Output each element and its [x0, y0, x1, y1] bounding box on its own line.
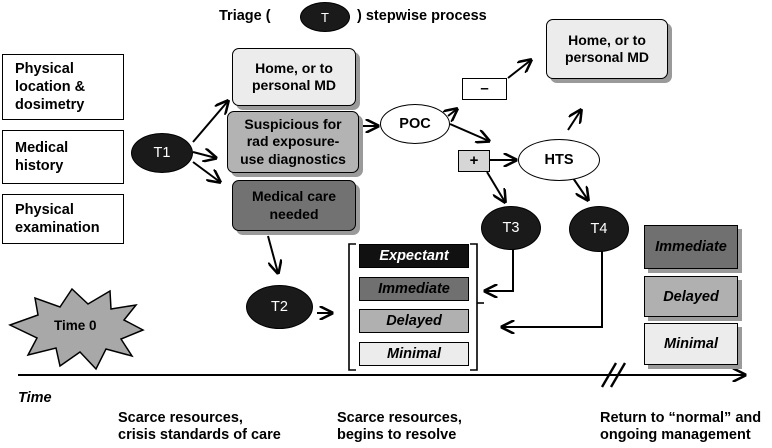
- category-minimal-label: Minimal: [387, 346, 441, 362]
- physical-location-line1: Physical: [15, 60, 74, 77]
- header-prefix: Triage (: [219, 8, 271, 24]
- header-token-label: T: [321, 9, 329, 25]
- poc-node: POC: [380, 104, 450, 144]
- suspicious-box: Suspicious for rad exposure- use diagnos…: [227, 111, 359, 173]
- medical-care-line2: needed: [269, 205, 319, 222]
- home-center-box: Home, or to personal MD: [232, 48, 356, 106]
- medical-care-box: Medical care needed: [232, 180, 356, 231]
- home-center-line1: Home, or to: [255, 59, 333, 76]
- category-immediate-label: Immediate: [378, 281, 450, 297]
- hts-node: HTS: [518, 139, 600, 181]
- header-suffix: ) stepwise process: [357, 8, 487, 24]
- physical-location-box: Physical location & dosimetry: [2, 54, 124, 120]
- positive-result-label: +: [469, 151, 479, 169]
- t2-label: T2: [271, 299, 288, 315]
- medical-history-box: Medical history: [2, 130, 124, 184]
- t3-label: T3: [502, 220, 520, 236]
- right-category-minimal-label: Minimal: [664, 336, 718, 352]
- t2-node: T2: [246, 285, 313, 329]
- suspicious-line1: Suspicious for: [244, 115, 342, 132]
- phase-crisis-line1: Scarce resources,: [118, 410, 243, 426]
- arrow-t3-categories: [485, 248, 514, 291]
- physical-examination-line2: examination: [15, 220, 100, 236]
- physical-location-line3: dosimetry: [15, 97, 85, 114]
- phase-crisis-line2: crisis standards of care: [118, 427, 281, 444]
- medical-history-line1: Medical: [15, 139, 69, 156]
- arrow-medical-t2: [267, 235, 278, 273]
- phase-resolve-line1: Scarce resources,: [337, 410, 462, 426]
- poc-label: POC: [399, 116, 431, 132]
- phase-normal-line1: Return to “normal” and: [600, 410, 762, 426]
- phase-resolve: Scarce resources, begins to resolve: [337, 410, 462, 445]
- arrow-t1-suspicious: [192, 152, 216, 158]
- arrow-poc-plus: [449, 123, 489, 141]
- phase-crisis: Scarce resources, crisis standards of ca…: [118, 410, 281, 445]
- suspicious-line3: use diagnostics: [240, 150, 346, 167]
- right-category-immediate-label: Immediate: [655, 239, 727, 255]
- time-zero-label: Time 0: [54, 318, 97, 333]
- category-immediate: Immediate: [359, 277, 469, 301]
- axis-break-mark-1: [600, 362, 618, 388]
- medical-history-line2: history: [15, 158, 64, 174]
- arrow-poc-minus: [448, 109, 457, 116]
- bracket-left: [348, 243, 356, 371]
- right-category-delayed: Delayed: [644, 276, 738, 317]
- arrow-hts-t4: [572, 177, 588, 200]
- medical-care-line1: Medical care: [251, 188, 337, 204]
- positive-result-box: +: [458, 150, 490, 172]
- arrow-plus-t3: [486, 171, 505, 202]
- category-expectant: Expectant: [359, 244, 469, 268]
- arrow-minus-home: [507, 60, 531, 79]
- home-right-line1: Home, or to: [568, 31, 646, 48]
- arrow-t1-home: [192, 101, 228, 143]
- axis-break-mark-2: [609, 362, 627, 388]
- home-center-line2: personal MD: [251, 77, 336, 93]
- arrow-hts-home: [567, 110, 581, 131]
- negative-result-label: –: [480, 79, 489, 97]
- suspicious-line2: rad exposure-: [246, 133, 340, 150]
- t1-label: T1: [153, 145, 171, 161]
- right-category-immediate: Immediate: [644, 225, 738, 269]
- home-right-line2: personal MD: [564, 49, 649, 65]
- phase-normal: Return to “normal” and ongoing managemen…: [600, 410, 761, 445]
- t1-node: T1: [131, 133, 193, 173]
- right-category-delayed-label: Delayed: [663, 288, 719, 305]
- time-zero-starburst: [8, 287, 145, 371]
- phase-resolve-line2: begins to resolve: [337, 427, 457, 444]
- right-category-minimal: Minimal: [644, 323, 738, 365]
- home-right-box: Home, or to personal MD: [546, 19, 668, 79]
- timeline-axis-label: Time: [18, 390, 52, 406]
- header-triage-token: T: [300, 2, 350, 32]
- arrow-t4-categories: [502, 248, 603, 327]
- category-minimal: Minimal: [359, 342, 469, 366]
- phase-normal-line2: ongoing management: [600, 427, 751, 444]
- category-delayed: Delayed: [359, 309, 469, 333]
- t3-node: T3: [481, 206, 541, 250]
- t4-label: T4: [590, 221, 608, 237]
- arrow-t1-medical: [192, 161, 220, 182]
- physical-location-line2: location &: [15, 78, 86, 95]
- hts-label: HTS: [544, 152, 574, 168]
- t4-node: T4: [569, 206, 629, 252]
- category-expectant-label: Expectant: [379, 248, 449, 264]
- physical-examination-box: Physical examination: [2, 194, 124, 244]
- category-delayed-label: Delayed: [386, 313, 442, 329]
- physical-examination-line1: Physical: [15, 201, 74, 218]
- negative-result-box: –: [462, 78, 507, 100]
- bracket-right: [470, 243, 478, 371]
